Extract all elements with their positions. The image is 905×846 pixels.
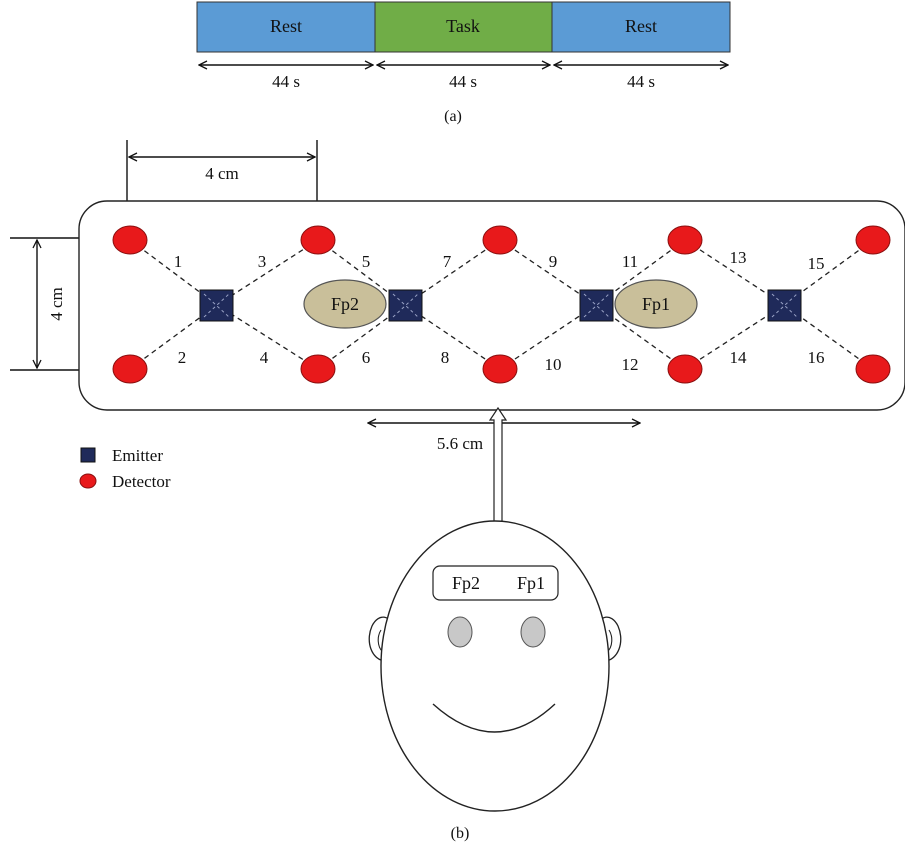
width-label: 5.6 cm bbox=[437, 434, 483, 453]
head-site-fp1: Fp1 bbox=[517, 573, 545, 593]
head-outline bbox=[380, 520, 610, 812]
detector-1 bbox=[112, 225, 148, 255]
channel-number: 9 bbox=[549, 252, 558, 271]
channel-number: 1 bbox=[174, 252, 183, 271]
detector-4 bbox=[300, 354, 336, 384]
detector-7 bbox=[667, 225, 703, 255]
detector-6 bbox=[482, 354, 518, 384]
block-rest-2 bbox=[551, 1, 731, 53]
right-eye bbox=[520, 616, 546, 648]
channel-number: 11 bbox=[622, 252, 638, 271]
emitters bbox=[199, 289, 802, 322]
detector-2 bbox=[112, 354, 148, 384]
duration-label-3: 44 s bbox=[627, 72, 655, 91]
site-fp1-label: Fp1 bbox=[642, 294, 670, 314]
detector-8 bbox=[667, 354, 703, 384]
duration-label-2: 44 s bbox=[449, 72, 477, 91]
channel-number: 8 bbox=[441, 348, 450, 367]
site-fp2 bbox=[303, 279, 387, 329]
channel-number: 12 bbox=[622, 355, 639, 374]
caption-a: (a) bbox=[444, 108, 462, 125]
probe-board bbox=[78, 200, 905, 411]
channel-number: 2 bbox=[178, 348, 187, 367]
channel-number: 16 bbox=[808, 348, 825, 367]
site-fp2-label: Fp2 bbox=[331, 294, 359, 314]
duration-label-1: 44 s bbox=[272, 72, 300, 91]
height-label: 4 cm bbox=[47, 287, 66, 321]
block-task bbox=[374, 1, 553, 53]
channel-number: 13 bbox=[730, 248, 747, 267]
panel-b-probe: 4 cm 4 cm Fp2 bbox=[10, 140, 905, 842]
block-task-label: Task bbox=[446, 16, 480, 36]
block-rest-1-label: Rest bbox=[270, 16, 302, 36]
mouth bbox=[432, 703, 556, 733]
detector-3 bbox=[300, 225, 336, 255]
channel-number: 10 bbox=[545, 355, 562, 374]
panel-a-timeline: Rest Task Rest 44 s 44 s 44 s (a) bbox=[196, 1, 731, 125]
channel-number: 6 bbox=[362, 348, 371, 367]
head-illustration: Fp2 Fp1 bbox=[368, 520, 622, 812]
channel-number: 5 bbox=[362, 252, 371, 271]
channel-number: 3 bbox=[258, 252, 267, 271]
channel-number: 4 bbox=[260, 348, 269, 367]
head-probe-box bbox=[432, 565, 559, 601]
head-site-fp2: Fp2 bbox=[452, 573, 480, 593]
channel-numbers: 1 2 3 4 5 6 7 8 9 10 11 12 13 14 15 16 bbox=[174, 248, 825, 374]
site-fp1 bbox=[614, 279, 698, 329]
legend-emitter-icon bbox=[80, 447, 96, 463]
detector-9 bbox=[855, 225, 891, 255]
channel-number: 14 bbox=[730, 348, 748, 367]
legend-detector-label: Detector bbox=[112, 472, 171, 491]
detector-5 bbox=[482, 225, 518, 255]
detector-10 bbox=[855, 354, 891, 384]
legend-emitter-label: Emitter bbox=[112, 446, 163, 465]
caption-b: (b) bbox=[451, 825, 470, 842]
spacing-label: 4 cm bbox=[205, 164, 239, 183]
legend: Emitter Detector bbox=[79, 446, 171, 491]
left-eye bbox=[447, 616, 473, 648]
block-rest-1 bbox=[196, 1, 376, 53]
detectors bbox=[112, 225, 891, 384]
channel-number: 15 bbox=[808, 254, 825, 273]
channel-number: 7 bbox=[443, 252, 452, 271]
legend-detector-icon bbox=[79, 473, 97, 489]
block-rest-2-label: Rest bbox=[625, 16, 657, 36]
